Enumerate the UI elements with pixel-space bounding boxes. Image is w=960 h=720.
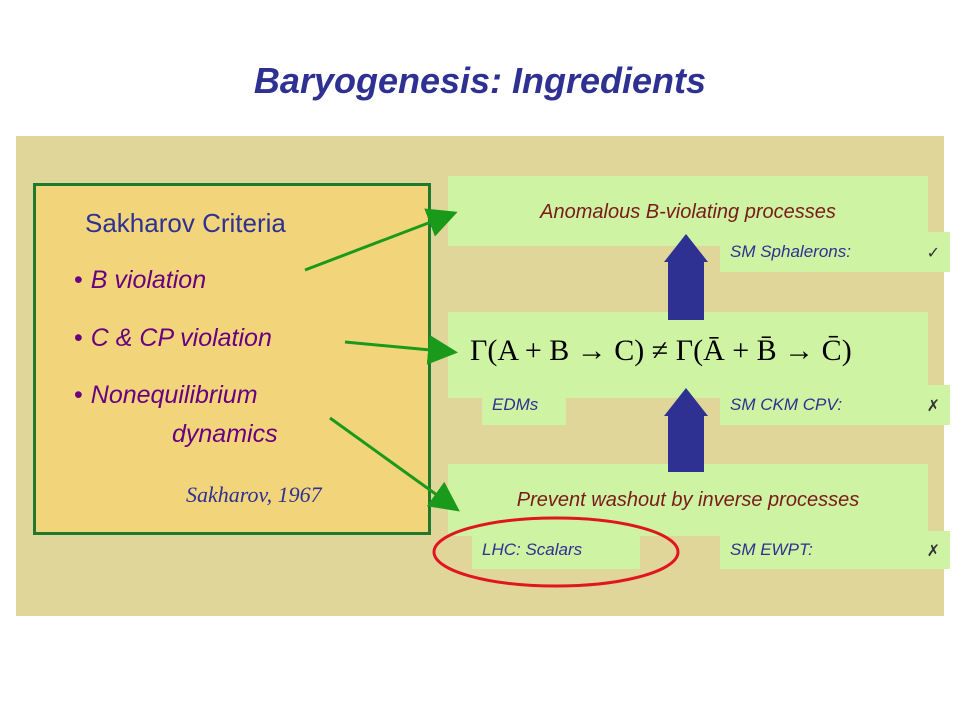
edms-text: EDMs [492,395,539,414]
citation: Sakharov, 1967 [186,482,322,507]
arrow-b-violation [304,208,458,272]
slide-title: Baryogenesis: Ingredients [253,60,707,101]
arrow-up-bottom [664,388,708,472]
formula-neq: ≠ [651,334,669,367]
lhc-scalars-text: LHC: Scalars [482,540,583,559]
sm-ckm-cpv-label: SM CKM CPV: ✗ [720,385,950,425]
bullet-text: B violation [90,266,207,294]
bullet-text: C & CP violation [90,324,272,352]
sm-ckm-cpv-text: SM CKM CPV: [730,395,843,414]
sakharov-heading: Sakharov Criteria [85,208,286,238]
sakharov-criteria-box [33,183,431,535]
arrow-cp-violation [344,334,458,365]
cp-asymmetry-formula: Γ(A + B → C) ≠ Γ(Ā + B̄ → C̄) [470,334,852,368]
bullet-cp-violation: •C & CP violation [74,324,272,353]
formula-lhs: Γ(A + B → C) [470,334,645,367]
bullet-dot: • [74,266,83,294]
cross-icon: ✗ [926,540,940,560]
cross-icon: ✗ [926,395,940,415]
bullet-text: Nonequilibrium [90,381,258,409]
bullet-b-violation: •B violation [74,266,206,295]
sm-ewpt-text: SM EWPT: [730,540,813,559]
washout-box [448,464,928,536]
sm-ewpt-label: SM EWPT: ✗ [720,531,950,569]
arrow-nonequilibrium [329,416,460,512]
edms-label: EDMs [482,385,566,425]
b-violation-text: Anomalous B-violating processes [540,201,836,223]
bullet-nonequilibrium-cont: dynamics [172,420,278,448]
highlight-ellipse [432,516,680,588]
sm-sphalerons-label: SM Sphalerons: ✓ [720,232,950,272]
arrow-up-top [664,234,708,320]
check-icon: ✓ [926,242,940,262]
bullet-nonequilibrium: •Nonequilibrium [74,381,258,410]
lhc-scalars-label: LHC: Scalars [472,531,640,569]
bullet-dot: • [74,324,83,352]
cp-violation-box [448,312,928,398]
sm-sphalerons-text: SM Sphalerons: [730,242,851,261]
washout-text: Prevent washout by inverse processes [516,489,860,511]
formula-rhs: Γ(Ā + B̄ → C̄) [675,334,852,367]
bullet-dot: • [74,381,83,409]
